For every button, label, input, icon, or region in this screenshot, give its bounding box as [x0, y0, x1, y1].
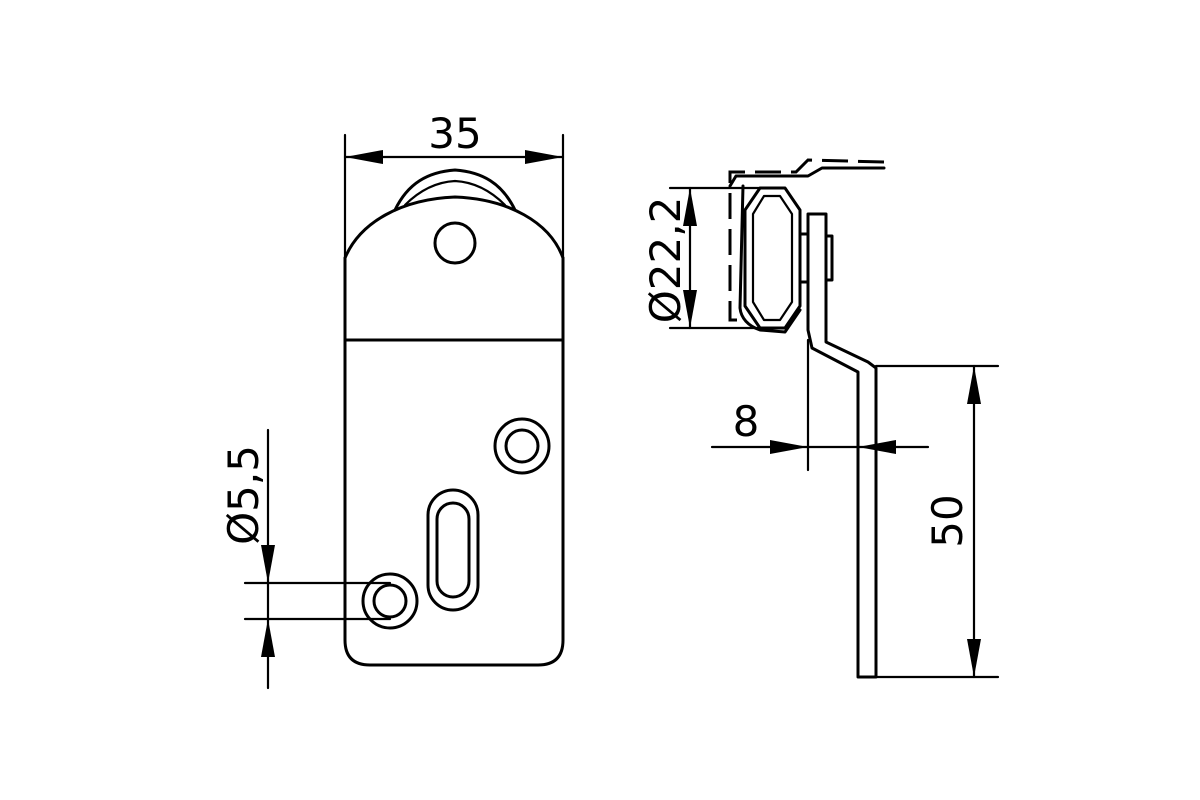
bracket-head: [343, 195, 565, 260]
dimension-height: 50: [874, 364, 1000, 679]
dimension-wheel-diameter: Ø22,2: [641, 186, 787, 330]
bracket-plate: [343, 256, 565, 667]
dimension-hole-diameter: Ø5,5: [219, 428, 392, 690]
mounting-hole-upper: [493, 417, 551, 475]
dimension-width-label: 35: [428, 109, 481, 158]
track-rail: [728, 158, 885, 322]
mounting-hole-lower: [361, 572, 419, 630]
dimension-width: 35: [343, 109, 565, 262]
dimension-height-label: 50: [923, 494, 972, 547]
bracket-profile: [806, 212, 878, 679]
axle-hole: [433, 221, 477, 265]
dimension-wheel-diameter-label: Ø22,2: [641, 197, 690, 324]
front-view: [343, 168, 565, 667]
dimension-hole-diameter-label: Ø5,5: [219, 445, 268, 545]
adjustment-slot: [426, 488, 480, 612]
wheel-outline: [393, 168, 517, 212]
dimension-offset-label: 8: [733, 397, 760, 446]
dimension-offset: 8: [710, 338, 930, 472]
